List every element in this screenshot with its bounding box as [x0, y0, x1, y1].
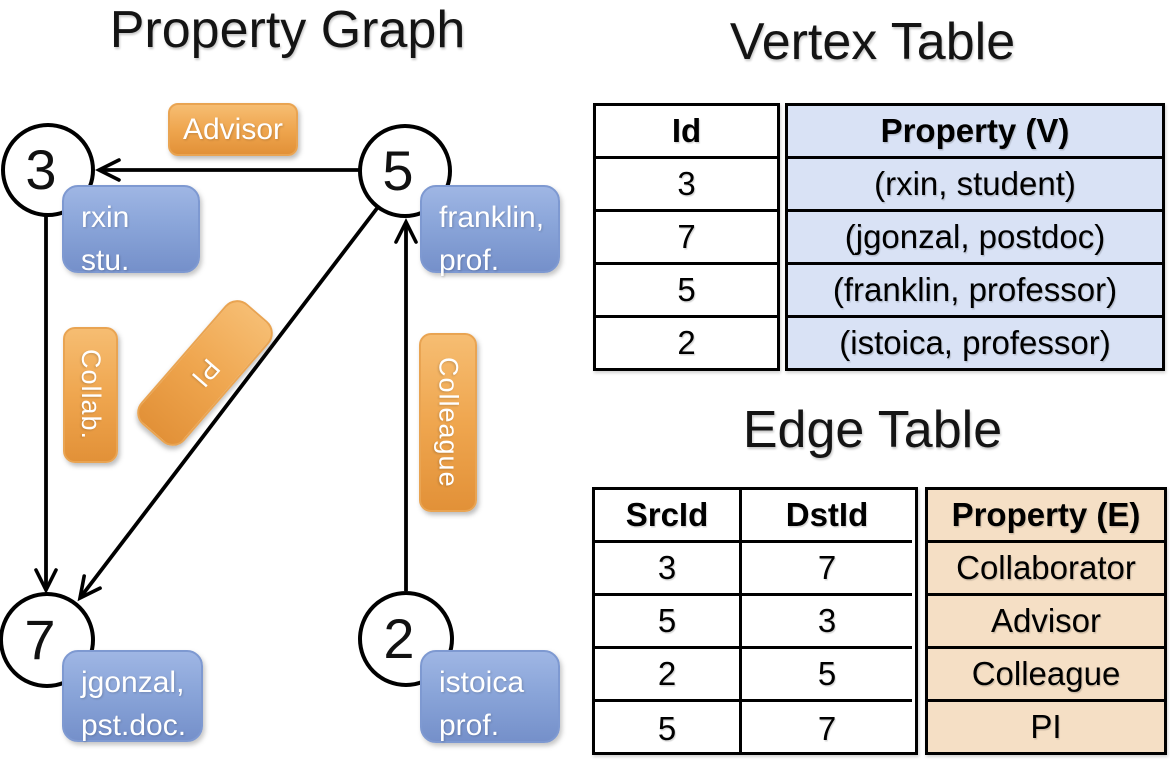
table-cell: 2	[677, 324, 696, 361]
vertex-prop-line: stu.	[81, 244, 130, 277]
table-cell: 7	[817, 709, 837, 747]
edge-label-advisor: Advisor	[168, 103, 298, 156]
vertex-prop-line: jgonzal,	[81, 666, 185, 699]
vertex-prop-line: istoica	[439, 666, 525, 699]
table-cell: (rxin, student)	[788, 159, 1162, 212]
table-cell: (franklin, professor)	[788, 265, 1162, 318]
vertex-id-2: 2	[383, 607, 415, 670]
vertex-table-title: Vertex Table	[729, 13, 1016, 71]
table-cell: 5	[595, 702, 742, 755]
vertex-prop-line: prof.	[439, 244, 500, 277]
table-cell: PI	[1030, 708, 1062, 745]
table-cell: Advisor	[928, 596, 1164, 649]
column-header-dstid: DstId	[742, 490, 912, 543]
edge-label-text: Collab.	[76, 349, 106, 441]
column-header-srcid: SrcId	[595, 490, 742, 543]
table-cell: 3	[596, 159, 777, 212]
property-graph-title: Property Graph	[109, 1, 466, 59]
vertex-prop-box-5: franklin, prof.	[420, 185, 560, 277]
table-cell: 3	[595, 543, 742, 596]
edge-table-id-columns: SrcId DstId 3 7 5 3 2 5 5 7	[592, 487, 918, 755]
edge-label-collab: Collab.	[63, 327, 118, 463]
vertex-prop-line: rxin	[81, 201, 130, 234]
edge-label-colleague: Colleague	[419, 333, 477, 512]
vertex-table-property-column: Property (V) (rxin, student) (jgonzal, p…	[785, 103, 1165, 371]
vertex-id-7: 7	[24, 608, 56, 671]
vertex-id-3: 3	[25, 138, 57, 201]
table-cell: 7	[742, 543, 912, 596]
edge-label-text: PI	[185, 353, 226, 394]
edge-label-text: Colleague	[433, 357, 464, 488]
vertex-table-id-column: Id 3 7 5 2	[593, 103, 780, 371]
vertex-prop-box-2: istoica prof.	[420, 650, 560, 743]
vertex-prop-line: prof.	[439, 709, 500, 742]
table-cell: 7	[596, 212, 777, 265]
column-header-id: Id	[596, 106, 777, 159]
vertex-prop-line: franklin,	[439, 201, 545, 234]
table-cell: (istoica, professor)	[839, 324, 1111, 361]
edge-table-property-column: Property (E) Collaborator Advisor Collea…	[925, 487, 1167, 755]
table-cell: Colleague	[928, 649, 1164, 702]
table-cell: 3	[742, 596, 912, 649]
column-header-property-e: Property (E)	[928, 490, 1164, 543]
table-cell: (jgonzal, postdoc)	[788, 212, 1162, 265]
vertex-prop-box-7: jgonzal, pst.doc.	[62, 650, 203, 742]
table-cell: 5	[742, 649, 912, 702]
table-cell: 2	[595, 649, 742, 702]
table-cell: 5	[595, 596, 742, 649]
vertex-prop-line: pst.doc.	[81, 709, 187, 742]
vertex-prop-box-3: rxin stu.	[62, 185, 200, 277]
table-cell: Collaborator	[928, 543, 1164, 596]
edge-table-title: Edge Table	[742, 401, 1003, 459]
column-header-property-v: Property (V)	[788, 106, 1162, 159]
table-cell: 5	[596, 265, 777, 318]
edge-line-pi	[77, 205, 380, 602]
edge-label-text: Advisor	[182, 112, 284, 146]
vertex-id-5: 5	[382, 139, 414, 202]
